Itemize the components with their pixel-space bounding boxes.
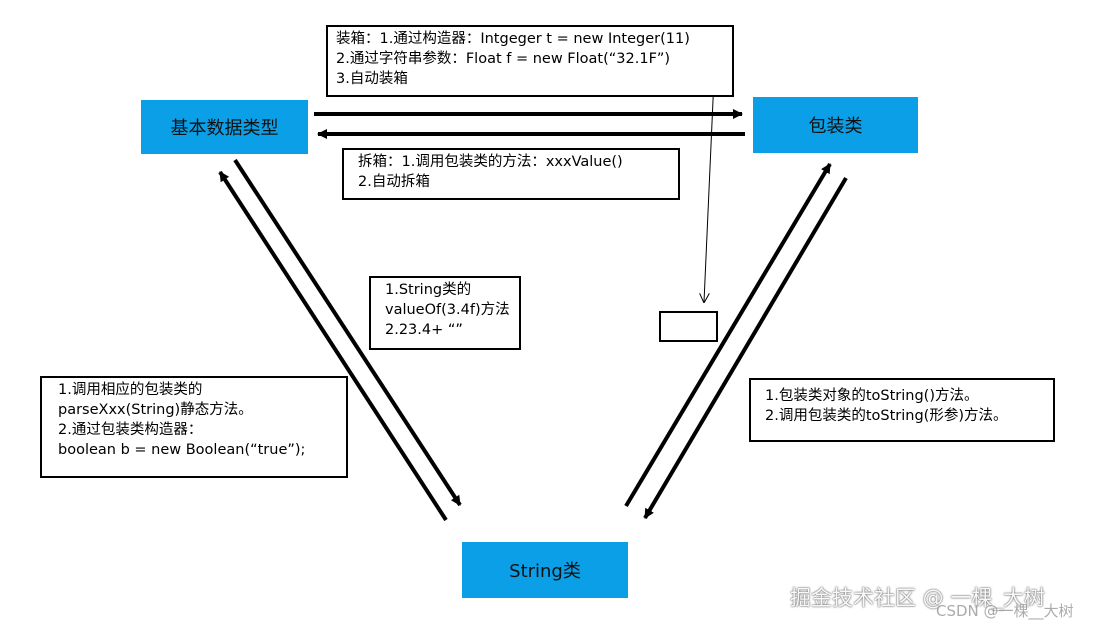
note-line: 装箱：1.通过构造器：Intgeger t = new Integer(11) xyxy=(336,31,690,47)
note-line: 2.通过字符串参数：Float f = new Float(“32.1F”) xyxy=(336,51,671,67)
watermark-sub: CSDN @一棵__大树 xyxy=(936,602,1074,620)
note-line: 2.通过包装类构造器： xyxy=(58,422,203,438)
note-primitive-to-string: 1.String类的 valueOf(3.4f)方法 2.23.4+ “” xyxy=(369,276,521,350)
note-wrapper-to-string: 1.包装类对象的toString()方法。 2.调用包装类的toString(形… xyxy=(749,378,1055,442)
primitive-to-string-arrow xyxy=(233,158,462,507)
note-line: 1.String类的 xyxy=(385,282,472,298)
pointer-arrow xyxy=(704,77,715,302)
note-string-to-primitive: 1.调用相应的包装类的 parseXxx(String)静态方法。 2.通过包装… xyxy=(40,376,348,478)
node-string-class: String类 xyxy=(462,542,628,598)
watermark-main: 掘金技术社区 @ 一棵_大树 xyxy=(790,586,1045,610)
wrapper-to-string-arrow xyxy=(643,176,848,520)
note-line: 3.自动装箱 xyxy=(336,71,408,87)
string-to-wrapper-arrow xyxy=(624,162,832,508)
note-line: 拆箱：1.调用包装类的方法：xxxValue() xyxy=(358,154,623,170)
note-line: 1.调用相应的包装类的 xyxy=(58,382,203,398)
note-line: valueOf(3.4f)方法 xyxy=(385,302,510,318)
note-line: 2.调用包装类的toString(形参)方法。 xyxy=(765,408,1008,424)
empty-box xyxy=(659,311,718,342)
string-to-primitive-arrow xyxy=(218,170,448,522)
note-boxing: 装箱：1.通过构造器：Intgeger t = new Integer(11) … xyxy=(326,25,734,97)
node-primitive-types: 基本数据类型 xyxy=(141,100,308,154)
note-line: 1.包装类对象的toString()方法。 xyxy=(765,388,979,404)
note-line: parseXxx(String)静态方法。 xyxy=(58,402,253,418)
node-wrapper-class: 包装类 xyxy=(753,97,918,153)
note-line: boolean b = new Boolean(“true”); xyxy=(58,442,306,458)
note-line: 2.自动拆箱 xyxy=(358,174,430,190)
note-unboxing: 拆箱：1.调用包装类的方法：xxxValue() 2.自动拆箱 xyxy=(342,148,680,200)
note-line: 2.23.4+ “” xyxy=(385,322,463,338)
